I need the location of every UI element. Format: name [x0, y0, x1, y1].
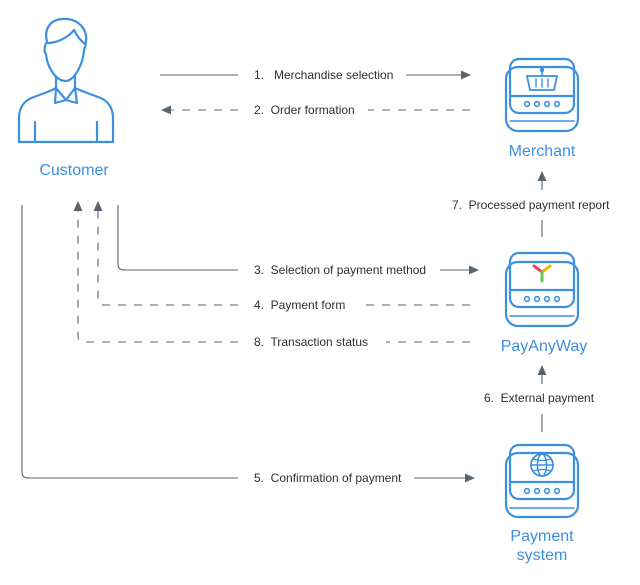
- merchant-label: Merchant: [509, 143, 576, 160]
- merchant-node: Merchant: [504, 57, 580, 160]
- step-5-arrow: 5. Confirmation of payment: [21, 205, 475, 485]
- step-5-label: 5. Confirmation of payment: [254, 471, 402, 485]
- payment-system-label-line1: Payment: [510, 528, 574, 545]
- step-2-label: 2. Order formation: [254, 103, 355, 117]
- step-6-label: 6. External payment: [484, 391, 595, 405]
- step-1-label: 1. Merchandise selection: [254, 68, 393, 82]
- step-3-label: 3. Selection of payment method: [254, 263, 426, 277]
- customer-label: Customer: [39, 162, 109, 179]
- step-2-arrow: 2. Order formation: [161, 103, 470, 117]
- globe-icon: [530, 453, 554, 477]
- step-1-arrow: 1. Merchandise selection: [160, 68, 471, 82]
- payanyway-node: PayAnyWay: [501, 251, 588, 355]
- payanyway-logo-icon: [532, 264, 552, 283]
- shopping-basket-icon: [526, 67, 558, 91]
- payment-system-label-line2: system: [517, 547, 568, 564]
- step-4-label: 4. Payment form: [254, 298, 345, 312]
- step-7-label: 7. Processed payment report: [452, 198, 610, 212]
- step-6-arrow: 6. External payment: [484, 365, 595, 432]
- step-3-arrow: 3. Selection of payment method: [117, 205, 479, 277]
- step-4-arrow: 4. Payment form: [93, 201, 470, 312]
- customer-node: Customer: [17, 17, 115, 179]
- payanyway-label: PayAnyWay: [501, 338, 588, 355]
- payment-system-node: Payment system: [504, 443, 580, 564]
- person-icon: [17, 17, 115, 144]
- step-8-arrow: 8. Transaction status: [73, 201, 470, 349]
- step-8-label: 8. Transaction status: [254, 335, 368, 349]
- step-7-arrow: 7. Processed payment report: [452, 171, 610, 237]
